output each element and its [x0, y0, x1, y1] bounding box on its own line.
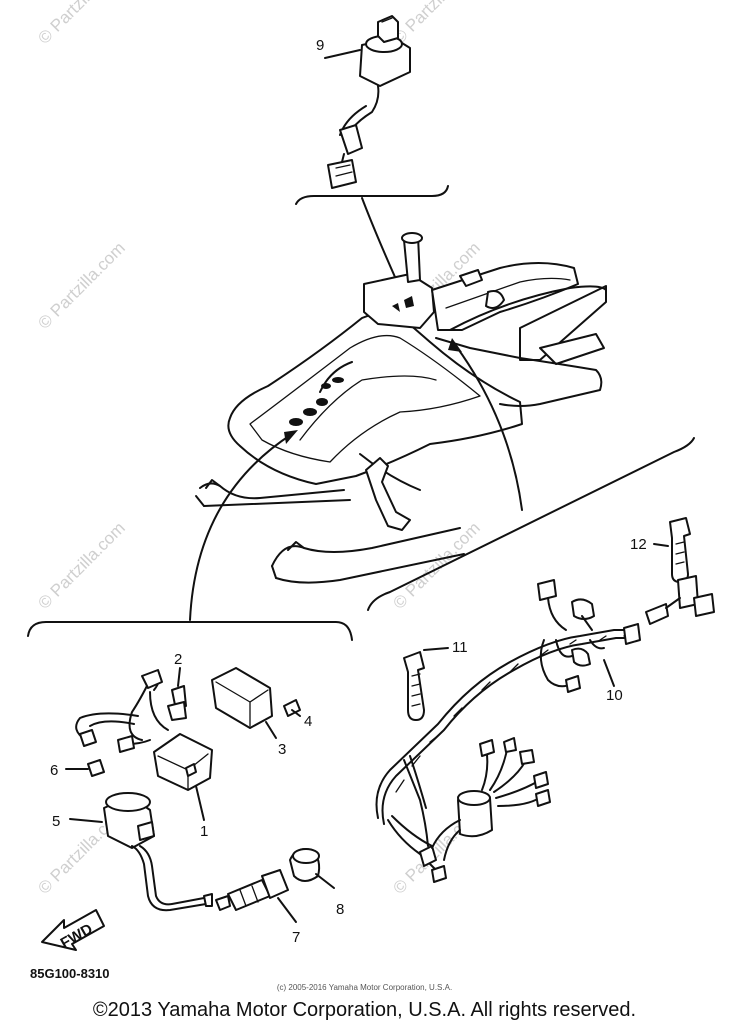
part-10-wire-harness: [375, 579, 641, 883]
label-part-11: 11: [452, 639, 468, 656]
part-2-sensor: [167, 667, 187, 721]
part-3-cdi-box: [211, 667, 277, 739]
label-part-1: 1: [200, 823, 208, 840]
arrow-cdi: [189, 433, 293, 621]
arrow-harness: [455, 345, 523, 511]
part-1-cdi-unit: [75, 669, 213, 821]
fwd-arrow-icon: FWD: [41, 909, 105, 952]
watermark-1: © Partzilla.com: [34, 0, 128, 48]
diagram-code: 85G100-8310: [30, 966, 110, 981]
part-7-spark-plug: [215, 869, 297, 923]
watermark-2: © Partzilla.com: [389, 0, 483, 48]
label-part-9: 9: [316, 37, 324, 54]
label-part-7: 7: [292, 929, 300, 946]
main-switch-part-9: [324, 15, 411, 189]
snowmobile-body: [195, 232, 607, 584]
footer-copyright: ©2013 Yamaha Motor Corporation, U.S.A. A…: [92, 999, 637, 1021]
bracket-left: [27, 621, 353, 641]
label-part-6: 6: [50, 762, 58, 779]
label-part-3: 3: [278, 741, 286, 758]
label-part-4: 4: [304, 713, 312, 730]
part-8-plug-cap: [289, 848, 335, 889]
watermark-3: © Partzilla.com: [34, 238, 128, 332]
part-5-ignition-coil: [69, 792, 213, 912]
part-4-bolt: [283, 699, 301, 717]
connector-right: [645, 575, 715, 625]
label-part-10: 10: [606, 687, 623, 704]
bracket-right: [367, 437, 695, 611]
watermark-5: © Partzilla.com: [34, 518, 128, 612]
part-11-band: [403, 647, 449, 721]
bracket-top: [295, 185, 449, 205]
part-6-nut: [65, 759, 105, 777]
label-part-8: 8: [336, 901, 344, 918]
label-part-2: 2: [174, 651, 182, 668]
part-12-band: [653, 517, 691, 583]
inner-copyright: (c) 2005-2016 Yamaha Motor Corporation, …: [276, 983, 453, 992]
label-part-5: 5: [52, 813, 60, 830]
part-labels: 9 2 3 4 6 5 1 7 8 11 10 12: [50, 37, 647, 946]
label-part-12: 12: [630, 536, 647, 553]
